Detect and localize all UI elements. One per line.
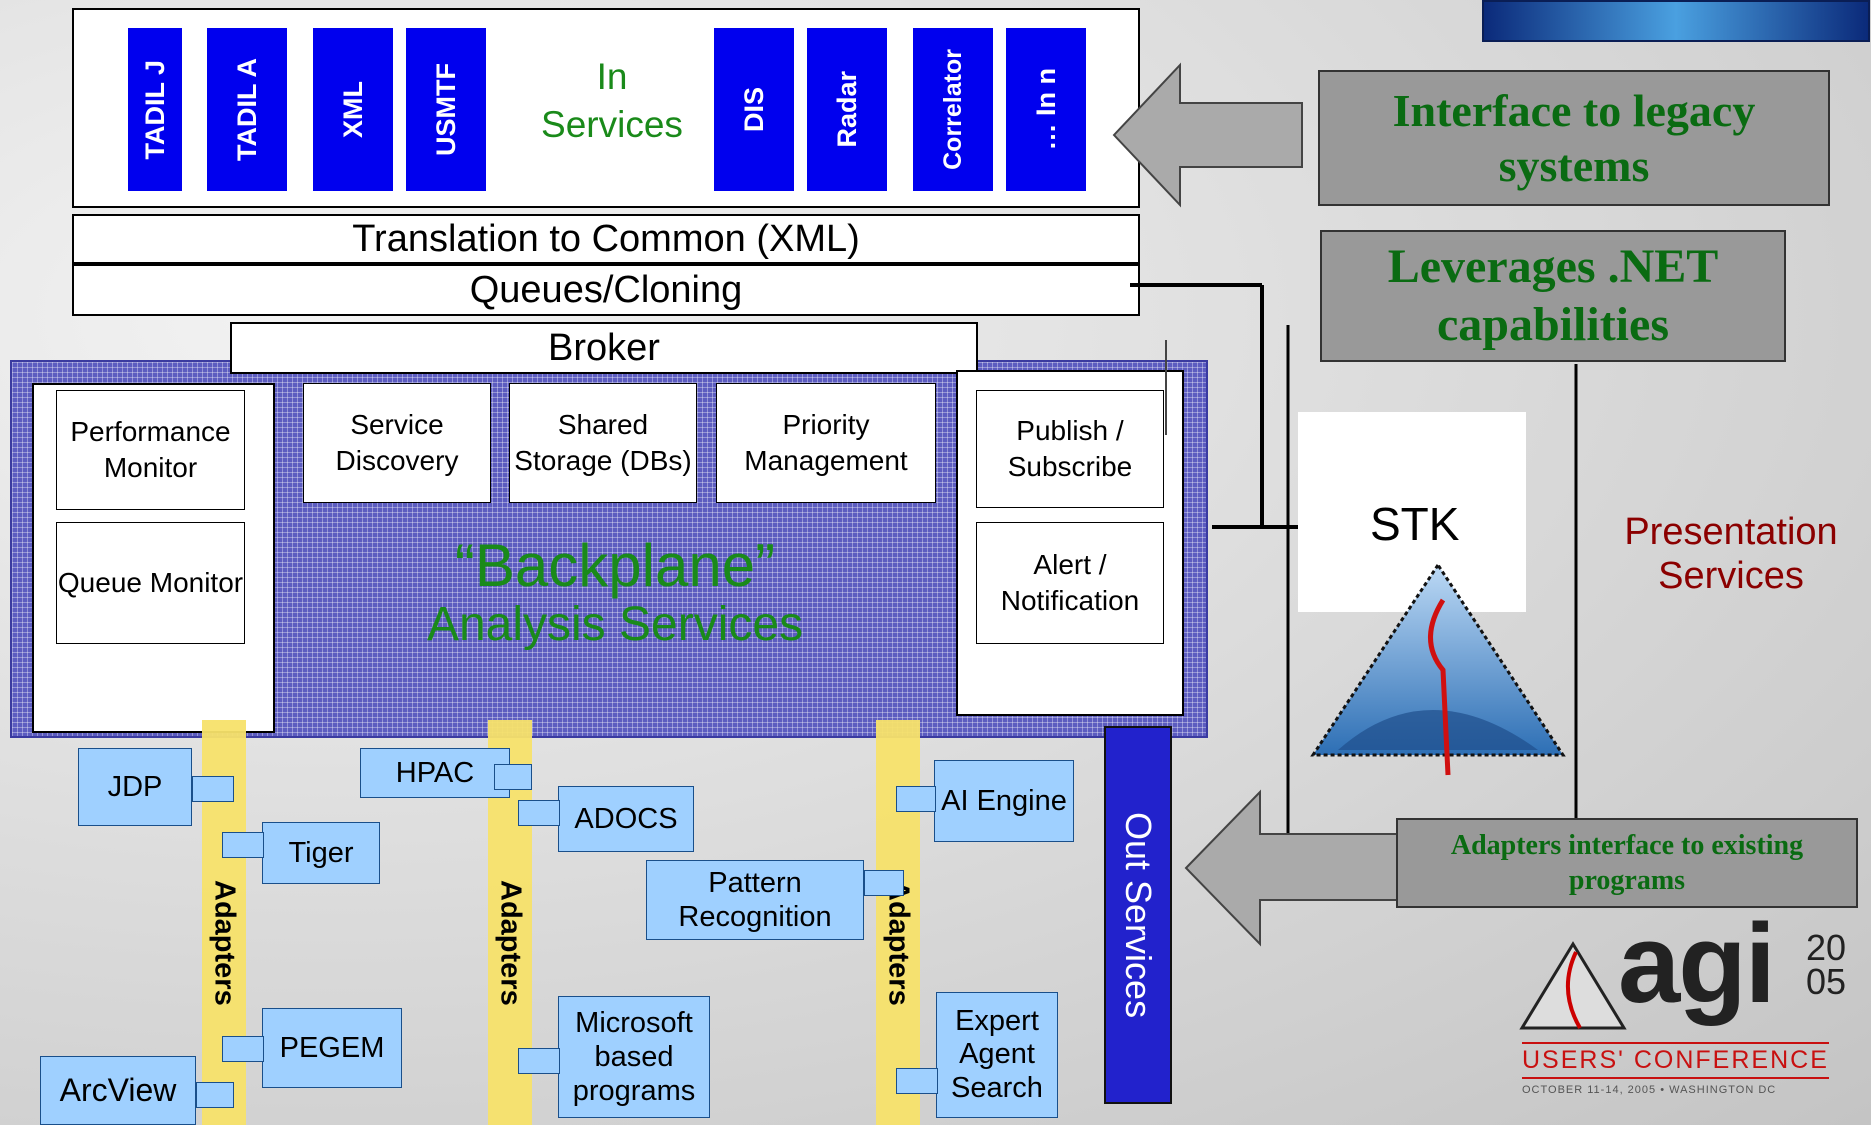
adapter-adocs: ADOCS [558,786,694,852]
adapter-arcview-plug [196,1082,234,1108]
stk-label: STK [1370,498,1460,550]
agi-year-top: 20 [1806,927,1847,968]
adapter-hpac: HPAC [360,748,510,798]
agi-conference-text: USERS' CONFERENCE [1522,1042,1829,1079]
translation-layer: Translation to Common (XML) [72,214,1140,264]
shared-storage-box: Shared Storage (DBs) [509,383,697,503]
in-service-xml: XML [313,28,393,191]
stk-panel [1298,412,1526,612]
adapter-expert-agent-search: Expert Agent Search [936,992,1058,1118]
service-discovery-box: Service Discovery [303,383,491,503]
callout-adapters: Adapters interface to existing programs [1396,818,1858,908]
presentation-services-label: Presentation Services [1624,511,1838,597]
out-services-bar: Out Services [1104,726,1172,1104]
in-service-in-n: … In n [1006,28,1086,191]
broker-box: Broker [230,322,978,374]
adapter-jdp-plug [192,776,234,802]
performance-monitor-box: Performance Monitor [56,390,245,510]
adapter-microsoft-plug [518,1048,560,1074]
adapter-hpac-plug [494,764,532,790]
adapter-ai-engine: AI Engine [934,760,1074,842]
in-service-tadil-a: TADIL A [207,28,287,191]
adapter-tiger: Tiger [262,822,380,884]
in-service-usmtf: USMTF [406,28,486,191]
agi-date-text: OCTOBER 11-14, 2005 • WASHINGTON DC [1522,1084,1777,1096]
adapter-jdp: JDP [78,748,192,826]
adapter-pattern-recognition: Pattern Recognition [646,860,864,940]
callout-dotnet: Leverages .NET capabilities [1320,230,1786,362]
adapter-tiger-plug [222,832,264,858]
priority-management-box: Priority Management [716,383,936,503]
adapter-pegem: PEGEM [262,1008,402,1088]
agi-logo: agi 20 05 USERS' CONFERENCE OCTOBER 11-1… [1518,908,1854,1100]
adapter-ai-engine-plug [896,786,936,812]
agi-triangle-icon [1519,941,1627,1030]
adapter-rail-1-label: Adapters [208,879,241,1006]
adapter-pegem-plug [222,1036,264,1062]
queue-monitor-box: Queue Monitor [56,522,245,644]
adapter-rail-2-label: Adapters [494,879,527,1006]
publish-subscribe-box: Publish / Subscribe [976,390,1164,508]
queues-cloning-layer: Queues/Cloning [72,264,1140,316]
adapter-pattern-plug [864,870,904,896]
corner-logo-image [1482,0,1870,42]
adapter-expert-plug [896,1068,938,1094]
backplane-title: “Backplane” Analysis Services [426,531,804,651]
callout-legacy-systems: Interface to legacy systems [1318,70,1830,206]
alert-notification-box: Alert / Notification [976,522,1164,644]
in-service-dis: DIS [714,28,794,191]
adapter-arcview: ArcView [40,1056,196,1125]
in-service-radar: Radar [807,28,887,191]
agi-brand-text: agi [1618,901,1776,1026]
adapter-adocs-plug [518,800,560,826]
in-service-correlator: Correlator [913,28,993,191]
adapter-rail-3-label: Adapters [882,879,915,1006]
stk-logo-icon [1310,562,1566,776]
adapter-microsoft-programs: Microsoft based programs [558,996,710,1118]
in-service-tadil-j: TADIL J [128,28,182,191]
agi-year-bottom: 05 [1806,961,1847,1002]
